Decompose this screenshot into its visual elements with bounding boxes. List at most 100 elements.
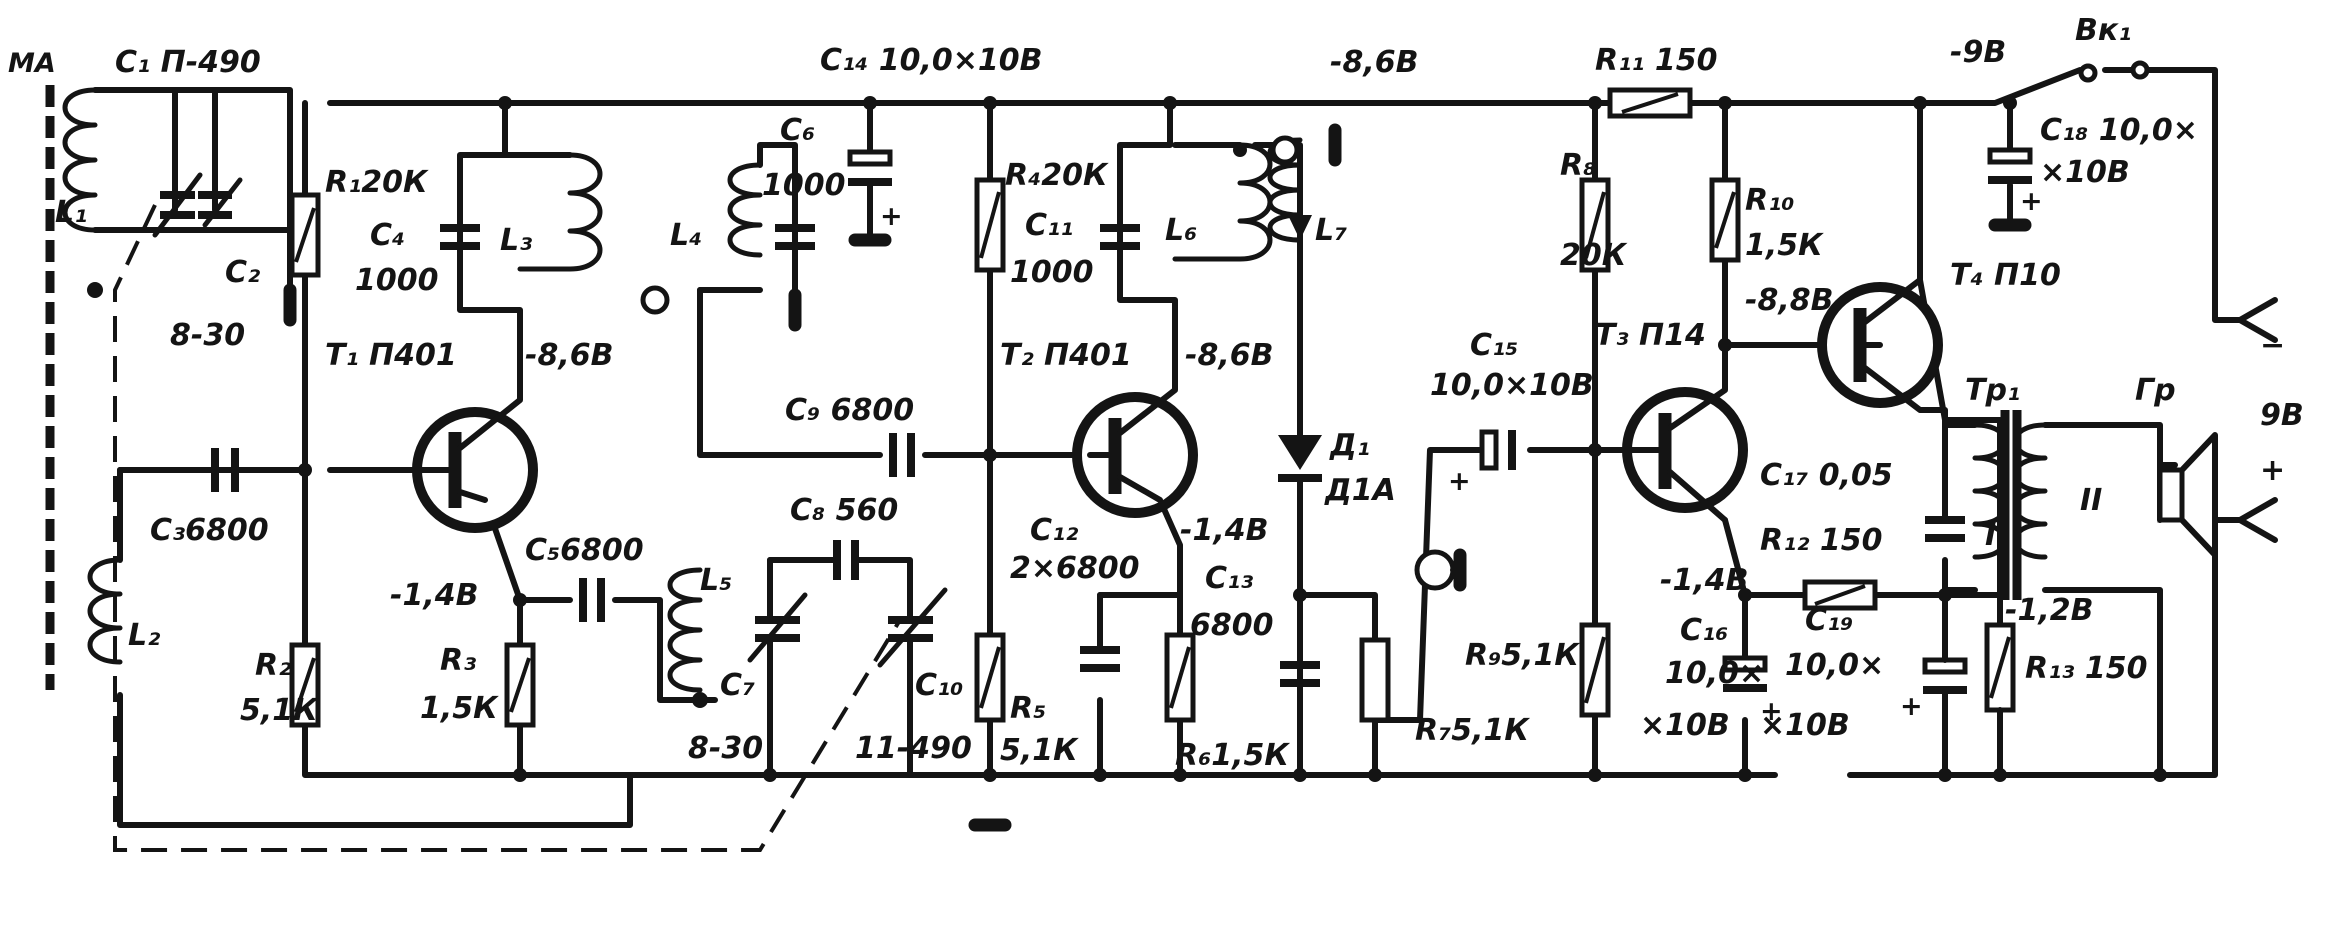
label-r7: R₇5,1К xyxy=(1415,713,1530,748)
label-plus-c14: + xyxy=(880,201,903,232)
label-r2: R₂ xyxy=(255,648,291,683)
resistor-r7 xyxy=(1359,637,1391,723)
label-v-128: -1,2В xyxy=(2005,593,2093,628)
resistor-r3 xyxy=(504,642,536,728)
label-v-t3c: -8,8В xyxy=(1745,283,1833,318)
label-c14: C₁₄ 10,0×10В xyxy=(820,43,1043,78)
label-vk1: Вк₁ xyxy=(2075,13,2131,48)
resistor-r1 xyxy=(289,192,321,278)
label-c9: C₉ 6800 xyxy=(785,393,914,428)
capacitor-c14 xyxy=(847,149,893,208)
resistor-r4 xyxy=(974,177,1006,273)
label-v-top: -8,6В xyxy=(1330,45,1418,80)
label-l7: L₇ xyxy=(1315,213,1347,248)
label-t1: T₁ П401 xyxy=(325,338,457,373)
resistor-r10 xyxy=(1709,177,1741,263)
resistor-r13 xyxy=(1984,622,2016,778)
capacitor-c6 xyxy=(775,224,815,250)
speaker-gr xyxy=(2157,432,2218,558)
resistor-r2 xyxy=(289,642,321,728)
label-l1: L₁ xyxy=(55,195,87,230)
resistor-r11 xyxy=(1607,87,1693,119)
label-r13: R₁₃ 150 xyxy=(2025,651,2147,686)
capacitor-c5 xyxy=(579,578,605,622)
label-r8-val: 20К xyxy=(1560,238,1628,273)
label-r10: R₁₀ xyxy=(1745,183,1794,218)
label-l2: L₂ xyxy=(128,618,160,653)
capacitors xyxy=(117,147,2033,778)
resistor-r8 xyxy=(1579,177,1611,273)
capacitor-c4 xyxy=(440,224,480,250)
label-c12: C₁₂ xyxy=(1030,513,1078,548)
label-c19-val: 10,0× xyxy=(1785,648,1884,683)
label-minus: − xyxy=(2260,328,2285,363)
label-c1: C₁ П-490 xyxy=(115,45,261,80)
label-l5: L₅ xyxy=(700,563,732,598)
label-c19: C₁₉ xyxy=(1805,603,1853,638)
capacitor-c2 xyxy=(198,177,243,228)
label-c13: C₁₃ xyxy=(1205,561,1253,596)
label-d1-type: Д1А xyxy=(1324,473,1396,508)
label-c6: C₆ xyxy=(780,113,815,148)
label-v-t1c: -8,6В xyxy=(525,338,613,373)
resistor-r6 xyxy=(1164,632,1196,723)
label-r3: R₃ xyxy=(440,643,476,678)
label-c17: C₁₇ 0,05 xyxy=(1760,458,1893,493)
label-v-t2e: -1,4В xyxy=(1180,513,1268,548)
label-c15: C₁₅ xyxy=(1470,328,1518,363)
label-c13-val: 6800 xyxy=(1190,608,1274,643)
label-c6-val: 1000 xyxy=(762,168,846,203)
label-d1: Д₁ xyxy=(1329,428,1370,463)
capacitor-c16 xyxy=(1722,655,1768,692)
label-r3-val: 1,5К xyxy=(420,691,499,726)
label-plus-c18: + xyxy=(2020,186,2043,217)
label-plus-c19: + xyxy=(1900,691,1923,722)
label-l4: L₄ xyxy=(670,218,702,253)
label-c16-val2: ×10В xyxy=(1640,708,1730,743)
resistor-r9 xyxy=(1579,622,1611,718)
label-c16-val: 10,0× xyxy=(1665,656,1764,691)
label-r5: R₅ xyxy=(1010,691,1046,726)
label-r8: R₈ xyxy=(1560,148,1596,183)
label-r9: R₉5,1К xyxy=(1465,638,1580,673)
capacitor-c18 xyxy=(1987,147,2033,184)
label-c11: C₁₁ xyxy=(1025,208,1073,243)
label-v-bat: -9В xyxy=(1950,35,2006,70)
component-labels: МА C₁ П-490 L₁ C₂ 8-30 L₂ R₁20К C₄ 1000 … xyxy=(8,13,2304,773)
label-c11-val: 1000 xyxy=(1010,255,1094,290)
label-c15-val: 10,0×10В xyxy=(1430,368,1594,403)
label-c7: C₇ xyxy=(720,668,755,703)
label-v-t3e: -1,4В xyxy=(1660,563,1748,598)
gang-coupling-dashed xyxy=(113,204,902,852)
switch-vk1 xyxy=(2078,60,2150,83)
capacitor-c1 xyxy=(152,172,203,238)
label-c10-val: 11-490 xyxy=(855,731,972,766)
label-c12-val: 2×6800 xyxy=(1010,551,1140,586)
label-c5: C₅6800 xyxy=(525,533,644,568)
capacitor-c10 xyxy=(877,587,948,778)
transistor-t4 xyxy=(1817,277,1948,428)
label-r1: R₁20К xyxy=(325,165,429,200)
label-c8: C₈ 560 xyxy=(790,493,898,528)
coil-l5 xyxy=(667,567,703,693)
label-c10: C₁₀ xyxy=(915,668,963,703)
capacitor-c17 xyxy=(1925,516,1965,542)
battery-terminals xyxy=(2237,297,2278,543)
label-r5-val: 5,1К xyxy=(1000,733,1079,768)
label-t2: T₂ П401 xyxy=(1000,338,1132,373)
label-r4: R₄20К xyxy=(1005,158,1109,193)
capacitor-c15 xyxy=(1479,429,1516,471)
label-gr: Гр xyxy=(2135,373,2176,408)
taps-junctions xyxy=(87,96,2167,782)
label-plus-c16: + xyxy=(1760,696,1783,727)
capacitor-c7 xyxy=(747,557,808,778)
transistors xyxy=(412,277,1948,533)
label-c16: C₁₆ xyxy=(1680,613,1728,648)
resistors xyxy=(289,87,2016,778)
capacitor-c19 xyxy=(1922,617,1968,778)
label-l3: L₃ xyxy=(500,223,532,258)
label-plus-terminal: + xyxy=(2260,453,2285,488)
capacitor-c13 xyxy=(1280,661,1320,687)
label-r10-val: 1,5К xyxy=(1745,228,1824,263)
